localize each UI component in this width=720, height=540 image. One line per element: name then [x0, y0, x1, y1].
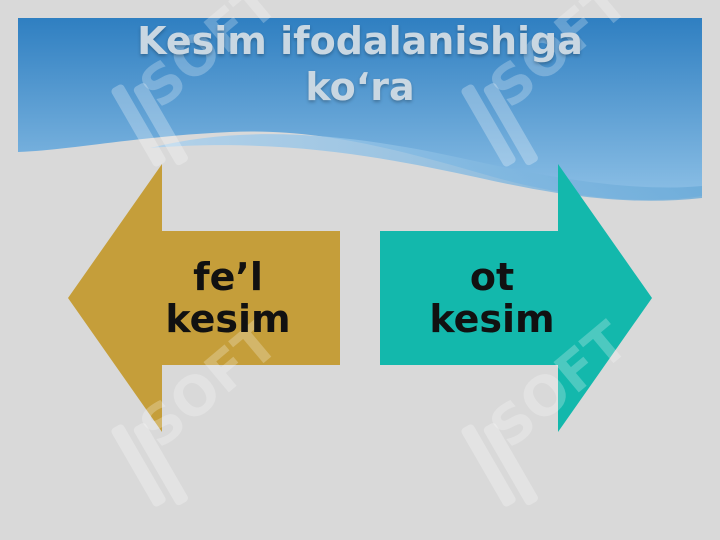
arrow-left-label: fe’l kesim [148, 256, 308, 340]
watermark-logo [111, 83, 538, 507]
arrow-left-line-2: kesim [165, 297, 291, 341]
arrow-right-line-2: kesim [429, 297, 555, 341]
arrow-right-line-1: ot [469, 255, 515, 299]
slide-title: Kesim ifodalanishiga ko‘ra [0, 18, 720, 110]
arrow-right-label: ot kesim [392, 256, 592, 340]
arrow-left-line-1: fe’l [193, 255, 263, 299]
title-line-1: Kesim ifodalanishiga [137, 19, 583, 63]
arrow-right-shape [380, 164, 652, 432]
header-banner [18, 18, 702, 200]
arrow-left-shape [68, 164, 340, 432]
title-line-2: ko‘ra [305, 65, 415, 109]
